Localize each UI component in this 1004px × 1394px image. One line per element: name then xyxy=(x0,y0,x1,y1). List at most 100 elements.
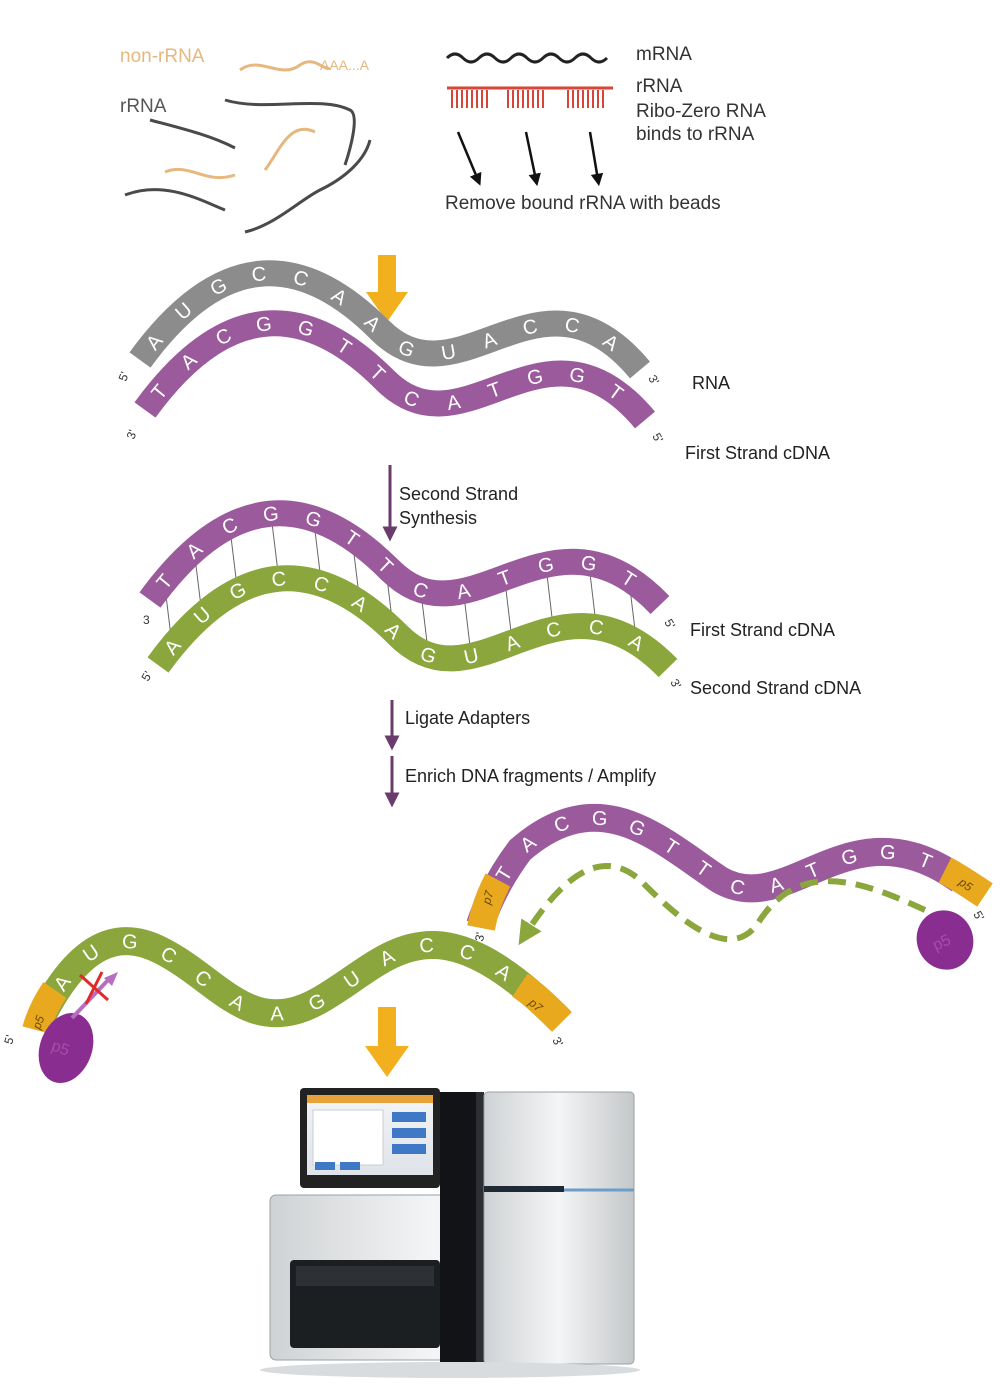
rrna-strand-4 xyxy=(244,139,372,234)
bead-icon xyxy=(916,910,974,970)
non-rrna-strand-3 xyxy=(263,127,316,171)
p5-label-top: p5 xyxy=(955,874,975,894)
stage3-purple-base: G xyxy=(839,845,860,870)
bead-label-top: p5 xyxy=(930,932,953,955)
p7-label-top: p7 xyxy=(479,888,497,907)
stage2-second-strand-label: Second Strand cDNA xyxy=(690,678,861,698)
p5-adapter-top xyxy=(938,857,993,907)
stage3-green-strand xyxy=(27,927,570,1030)
rna-label: RNA xyxy=(692,373,730,393)
down-arrow-icon-2 xyxy=(365,1007,409,1077)
first-strand-label: First Strand cDNA xyxy=(685,443,830,463)
bottom-5-end: 5' xyxy=(138,669,155,684)
step-enrich-label: Enrich DNA fragments / Amplify xyxy=(405,766,656,786)
non-rrna-label: non-rRNA xyxy=(120,46,205,67)
ribozero-probes xyxy=(451,90,604,108)
top-3-end: 3 xyxy=(143,613,150,627)
stage3-purple-base: C xyxy=(551,812,572,838)
rna-base: C xyxy=(521,315,540,340)
rna-base: G xyxy=(395,336,418,362)
cdna-5-end: 5' xyxy=(649,431,666,446)
rrna-depletion-panel: non-rRNA rRNA AAA...A mRNA rRNA Ribo-Zer… xyxy=(120,44,766,234)
first-strand-cdna-2 xyxy=(139,500,670,615)
legend-ribozero-line1: Ribo-Zero RNA xyxy=(636,101,766,122)
stage3-green-base: A xyxy=(270,1003,284,1025)
second-strand-base: C xyxy=(587,616,605,640)
stage3-bottom-3-end: 3' xyxy=(549,1035,566,1050)
legend-ribozero-line2: binds to rRNA xyxy=(636,124,755,145)
down-arrow-icon xyxy=(366,255,408,322)
cdna-3-end: 3' xyxy=(124,428,140,441)
remove-rrna-text: Remove bound rRNA with beads xyxy=(445,193,721,214)
first-strand-base: G xyxy=(579,552,598,576)
stage2-first-strand-label: First Strand cDNA xyxy=(690,620,835,640)
primer-stub xyxy=(70,976,112,1020)
legend-rrna-label: rRNA xyxy=(636,76,683,97)
step-second-strand-line2: Synthesis xyxy=(399,508,477,528)
stage3-purple-base: C xyxy=(728,876,747,901)
primer-arrowhead xyxy=(104,972,118,986)
cdna-base: G xyxy=(295,316,316,342)
first-strand-base: G xyxy=(302,507,324,533)
cdna-base: A xyxy=(445,391,463,415)
step-ligate-label: Ligate Adapters xyxy=(405,708,530,728)
p5-label-bottom: p5 xyxy=(29,1013,47,1032)
first-strand-base: A xyxy=(455,580,473,605)
second-strand-base: C xyxy=(311,572,332,597)
stage3-purple-base: G xyxy=(879,842,896,865)
second-strand-base: C xyxy=(271,568,287,591)
bead-icon-bottom xyxy=(38,1013,94,1083)
first-strand-cdna xyxy=(134,310,655,429)
rna-5-end: 5' xyxy=(116,370,132,383)
bead-removal-arrow-2 xyxy=(524,131,541,187)
sequencer-machine-icon xyxy=(260,1088,640,1378)
stage3-bottom-5-end: 5' xyxy=(1,1033,17,1045)
cdna-base: G xyxy=(525,365,545,390)
second-strand-cdna xyxy=(147,565,678,678)
synthesis-dashed-arrow xyxy=(518,862,927,946)
first-strand-base: C xyxy=(410,578,431,603)
p7-adapter-bottom xyxy=(511,973,572,1032)
bottom-3-end: 3' xyxy=(667,677,684,692)
rrna-strand-3 xyxy=(124,188,226,212)
second-strand-base: G xyxy=(417,643,439,669)
bead-removal-arrow-3 xyxy=(588,131,604,187)
rna-strand xyxy=(129,260,650,379)
blocked-x-icon xyxy=(79,971,109,1005)
cdna-base: G xyxy=(567,364,586,389)
rna-base: C xyxy=(291,266,311,291)
rrna-label: rRNA xyxy=(120,96,167,117)
stage3-purple-base: G xyxy=(591,807,608,830)
first-strand-base: G xyxy=(536,553,556,578)
mrna-legend-wave xyxy=(445,52,609,64)
rrna-strand-2 xyxy=(224,98,356,166)
rna-base: U xyxy=(440,341,458,365)
non-rrna-strand xyxy=(239,60,331,72)
non-rrna-strand-2 xyxy=(164,167,236,180)
second-strand-base: C xyxy=(544,618,563,643)
rna-base: C xyxy=(563,314,581,338)
top-5-end: 5' xyxy=(661,617,678,632)
p5-adapter-bottom xyxy=(22,981,67,1034)
cdna-base: G xyxy=(255,313,273,336)
first-strand-base: G xyxy=(262,503,279,526)
bead-label-bottom: p5 xyxy=(49,1038,72,1060)
p7-adapter-top xyxy=(467,873,511,931)
stage3-top-3-end: 3' xyxy=(472,931,487,942)
rna-base: C xyxy=(251,263,268,286)
step-second-strand-line1: Second Strand xyxy=(399,484,518,504)
stage3-top-5-end: 5' xyxy=(970,909,987,924)
rna-3-end: 3' xyxy=(645,373,662,388)
second-strand-base: U xyxy=(462,645,481,670)
stage3-green-base: G xyxy=(121,931,138,954)
rrna-strand-1 xyxy=(149,118,236,150)
stage3-purple-strand xyxy=(466,803,969,930)
legend-mrna-label: mRNA xyxy=(636,44,692,65)
